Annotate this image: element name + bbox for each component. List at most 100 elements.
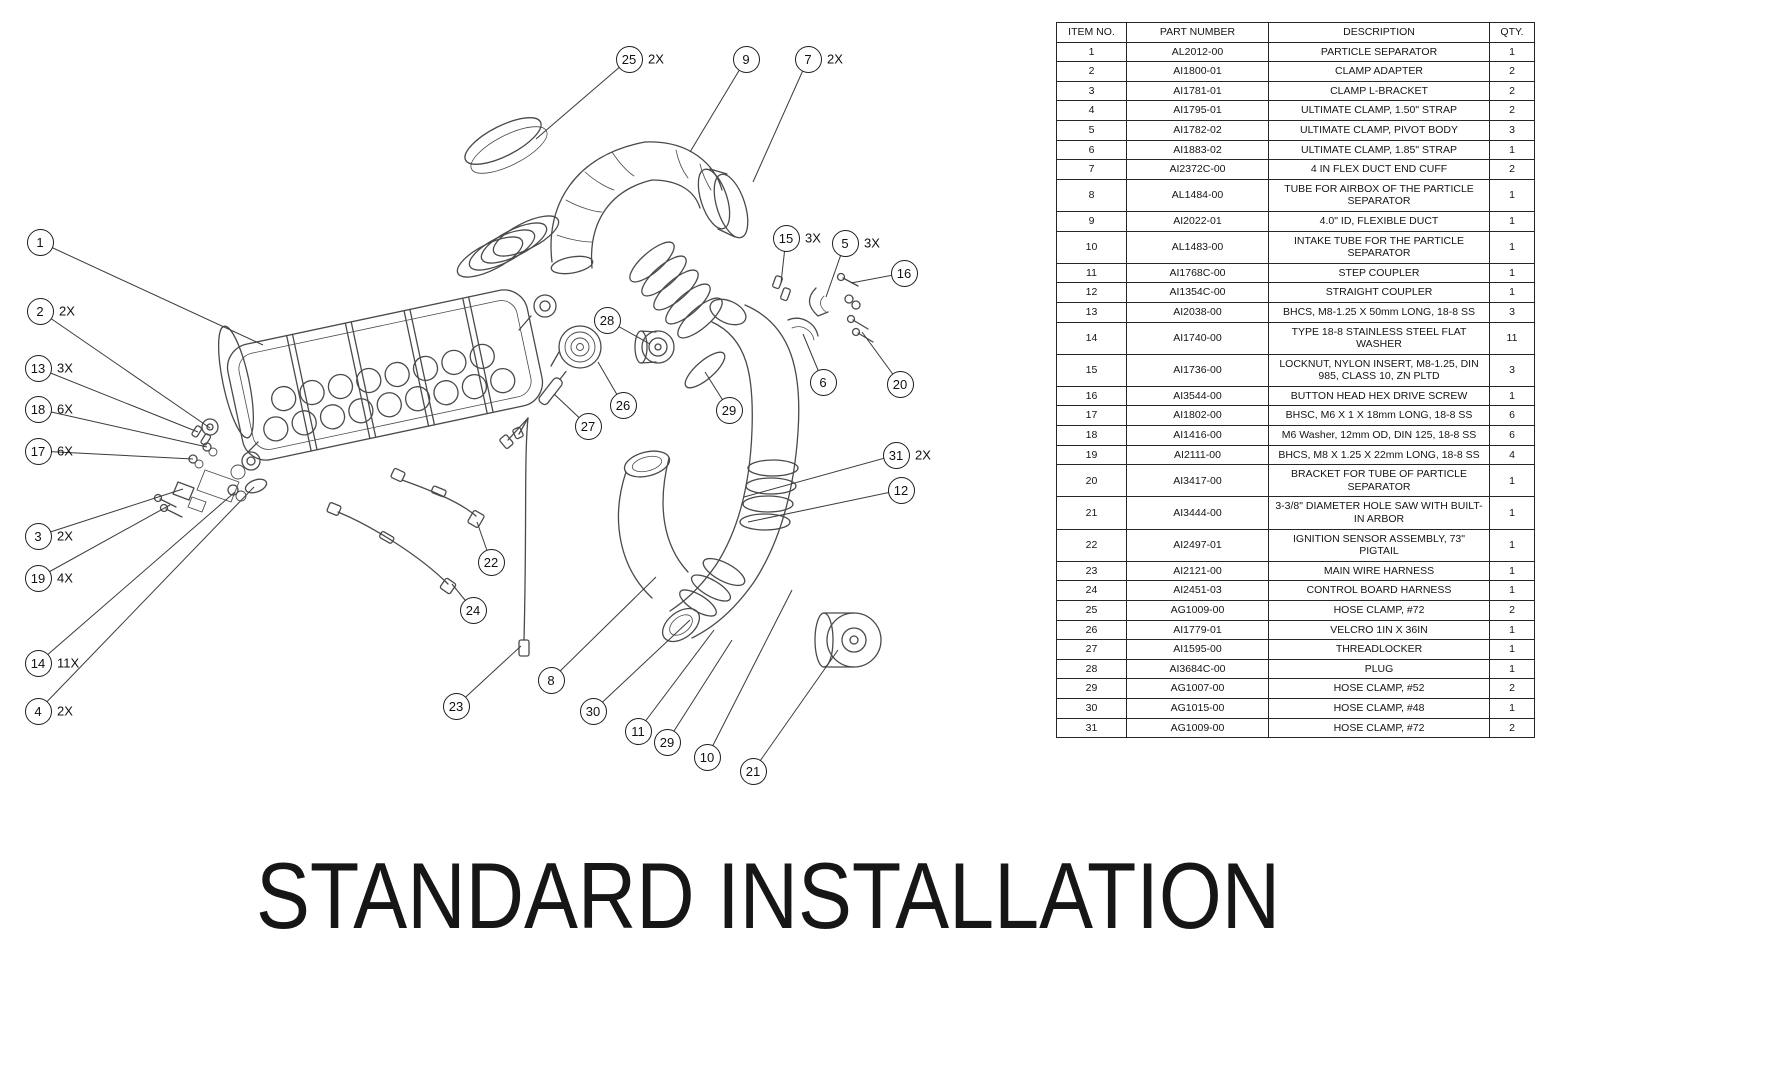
cell-description: HOSE CLAMP, #72 [1268,600,1490,621]
cell-description: CLAMP ADAPTER [1268,61,1490,82]
cell-item-no: 21 [1056,496,1127,530]
cell-qty: 1 [1489,262,1535,284]
callout-balloon-11: 11 [624,717,652,745]
cell-description: THREADLOCKER [1268,639,1490,660]
cell-item-no: 3 [1056,80,1127,102]
callout-qty-label-4: 2X [57,703,73,719]
main-wire-harness-drawing [499,417,530,657]
callout-qty-label-31: 2X [915,447,931,463]
cell-item-no: 8 [1056,178,1127,212]
column-header-qty: QTY. [1489,22,1535,43]
leader-line-29 [666,639,733,743]
callout-balloon-24: 24 [459,596,487,624]
cell-description: M6 Washer, 12mm OD, DIN 125, 18-8 SS [1268,425,1490,446]
cell-description: BRACKET FOR TUBE OF PARTICLE SEPARATOR [1268,464,1490,498]
cell-description: PLUG [1268,658,1490,680]
leader-line-9 [689,58,747,153]
cell-description: 4 IN FLEX DUCT END CUFF [1268,159,1490,180]
column-header-item-no: ITEM NO. [1056,22,1127,43]
cell-qty: 1 [1489,619,1535,641]
cell-item-no: 16 [1056,385,1127,407]
callout-balloon-29: 29 [715,396,743,424]
cell-part-number: AI1595-00 [1126,639,1269,660]
cell-description: HOSE CLAMP, #48 [1268,697,1490,719]
cell-item-no: 2 [1056,61,1127,82]
cell-item-no: 13 [1056,301,1127,323]
cell-part-number: AL1483-00 [1126,230,1269,264]
cell-item-no: 9 [1056,210,1127,232]
cell-item-no: 23 [1056,560,1127,582]
callout-balloon-16: 16 [890,259,918,287]
cell-qty: 1 [1489,210,1535,232]
callout-qty-label-19: 4X [57,570,73,586]
callout-qty-label-13: 3X [57,360,73,376]
leader-line-2 [39,310,211,429]
cell-description: TYPE 18-8 STAINLESS STEEL FLAT WASHER [1268,321,1490,355]
cell-description: ULTIMATE CLAMP, PIVOT BODY [1268,119,1490,141]
callout-balloon-22: 22 [477,548,505,576]
control-board-harness-drawing [326,502,457,595]
cell-description: MAIN WIRE HARNESS [1268,560,1490,582]
leader-line-17 [37,450,194,460]
cell-part-number: AI1883-02 [1126,139,1269,161]
cell-qty: 2 [1489,61,1535,82]
cell-qty: 1 [1489,639,1535,660]
callout-balloon-5: 5 [831,229,859,257]
callout-balloon-21: 21 [739,757,767,785]
cell-qty: 1 [1489,528,1535,562]
callout-balloon-15: 15 [772,224,800,252]
cell-description: INTAKE TUBE FOR THE PARTICLE SEPARATOR [1268,230,1490,264]
cell-description: ULTIMATE CLAMP, 1.50" STRAP [1268,100,1490,121]
cell-qty: 1 [1489,496,1535,530]
cell-item-no: 11 [1056,262,1127,284]
cell-part-number: AI1781-01 [1126,80,1269,102]
cell-item-no: 20 [1056,464,1127,498]
velcro-roll-drawing [550,325,602,369]
cell-qty: 1 [1489,560,1535,582]
cell-item-no: 1 [1056,41,1127,63]
airbox-tube-drawing [456,215,560,278]
cell-part-number: AI1736-00 [1126,353,1269,387]
callout-balloon-23: 23 [442,692,470,720]
cell-part-number: AG1009-00 [1126,600,1269,621]
cell-part-number: AL2012-00 [1126,41,1269,63]
cell-item-no: 28 [1056,658,1127,680]
cell-item-no: 5 [1056,119,1127,141]
cell-qty: 6 [1489,425,1535,446]
cell-qty: 1 [1489,282,1535,303]
cell-qty: 6 [1489,405,1535,427]
cell-item-no: 22 [1056,528,1127,562]
cell-part-number: AI1800-01 [1126,61,1269,82]
callout-balloon-26: 26 [609,391,637,419]
leader-line-12 [747,489,902,523]
cell-description: 3-3/8" DIAMETER HOLE SAW WITH BUILT-IN A… [1268,496,1490,530]
callout-balloon-12: 12 [887,476,915,504]
cell-part-number: AI1795-01 [1126,100,1269,121]
cell-description: BUTTON HEAD HEX DRIVE SCREW [1268,385,1490,407]
leader-line-10 [706,589,793,758]
cell-part-number: AI1802-00 [1126,405,1269,427]
page-title: STANDARD INSTALLATION [256,843,1281,948]
cell-part-number: AI2497-01 [1126,528,1269,562]
cell-qty: 3 [1489,301,1535,323]
cell-qty: 2 [1489,717,1535,739]
particle-separator-drawing [217,289,557,461]
leader-line-3 [37,488,184,537]
cell-item-no: 18 [1056,425,1127,446]
cell-part-number: AG1015-00 [1126,697,1269,719]
hole-saw-drawing [814,612,882,668]
cell-part-number: AI3417-00 [1126,464,1269,498]
